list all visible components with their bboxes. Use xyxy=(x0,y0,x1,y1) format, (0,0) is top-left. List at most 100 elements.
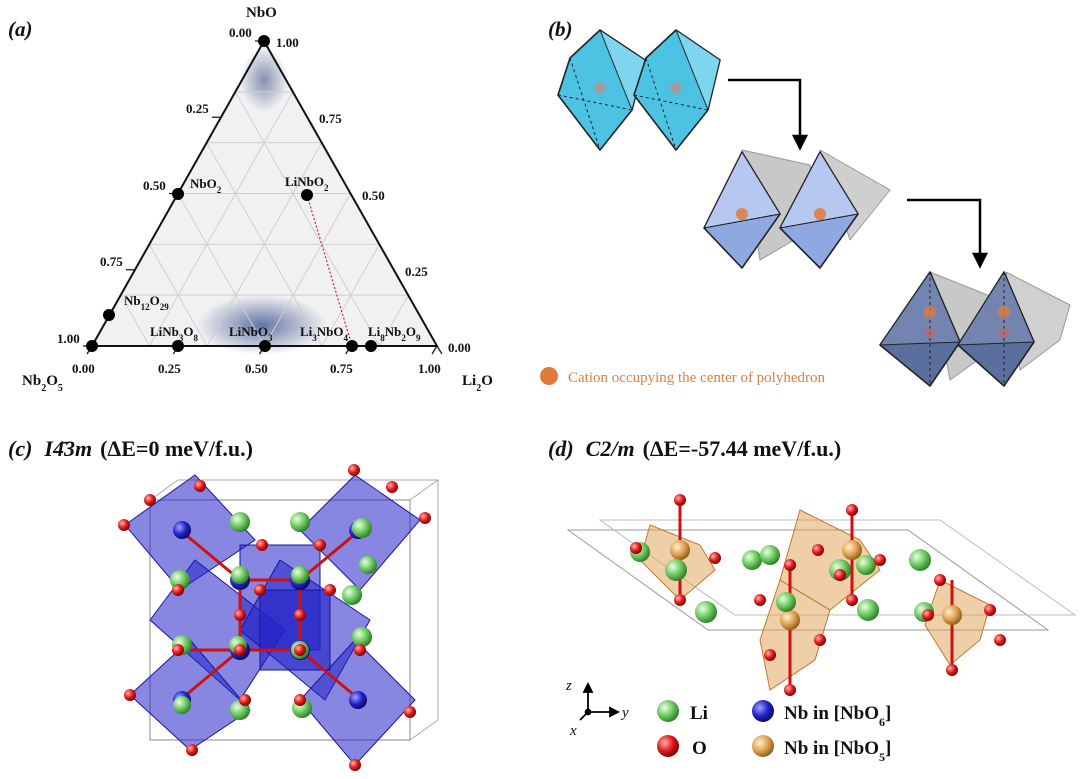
nb5-atom xyxy=(942,605,962,625)
panel-c-atoms xyxy=(118,464,431,771)
point-nbo xyxy=(258,35,270,47)
o-atom xyxy=(814,634,826,646)
right-tick-2: 0.50 xyxy=(362,188,385,203)
octahedra-pair xyxy=(557,29,721,151)
point-li3nbo4 xyxy=(346,340,358,352)
grid-line xyxy=(149,91,294,347)
tick-mark xyxy=(306,116,313,126)
point-nb2o5 xyxy=(86,340,98,352)
bottom-tick-3: 0.75 xyxy=(330,361,353,376)
panel-d-atoms xyxy=(630,494,1006,696)
distorted-octahedron-1 xyxy=(703,151,781,269)
li-atom xyxy=(291,566,309,584)
li-atom xyxy=(665,559,687,581)
legend-nb5-atom xyxy=(752,735,774,757)
o-atom xyxy=(709,552,721,564)
o-atom xyxy=(348,464,360,476)
o-atom xyxy=(354,644,366,656)
bottom-tick-4: 1.00 xyxy=(418,361,441,376)
distorted-octahedra-pair xyxy=(703,149,891,269)
left-tick-1: 0.25 xyxy=(186,101,209,116)
o-atom xyxy=(324,584,336,596)
o-atom xyxy=(234,609,246,621)
panel-a-label: (a) xyxy=(8,17,33,41)
o-atom xyxy=(256,539,268,551)
right-tick-0: 1.00 xyxy=(276,35,299,50)
left-tick-4: 1.00 xyxy=(57,331,80,346)
phase-region-bottom xyxy=(197,295,327,355)
monoclinic-structure xyxy=(566,494,1077,696)
arrow-2 xyxy=(907,198,989,269)
o-atom xyxy=(314,539,326,551)
o-atom xyxy=(874,554,886,566)
tick-mark xyxy=(431,345,438,355)
right-tick-1: 0.75 xyxy=(319,111,342,126)
left-tick-0: 0.00 xyxy=(229,25,252,40)
li-atom xyxy=(760,545,780,565)
corner-top-label: NbO xyxy=(246,5,277,21)
octahedron-1 xyxy=(557,29,646,151)
grid-line xyxy=(379,294,409,347)
li-atom xyxy=(776,592,796,612)
li-atom xyxy=(342,585,362,605)
o-atom xyxy=(934,574,946,586)
nb5-atom xyxy=(842,540,862,560)
o-atom xyxy=(239,694,251,706)
label-nb12o29: Nb12O29 xyxy=(124,293,169,312)
grid-line xyxy=(234,91,380,347)
legend-li-label: Li xyxy=(690,703,708,724)
legend-o-atom xyxy=(657,735,679,757)
o-atom xyxy=(764,649,776,661)
nb5-atom xyxy=(780,610,800,630)
legend-o-label: O xyxy=(692,738,707,759)
o-atom xyxy=(172,584,184,596)
o-atom xyxy=(294,609,306,621)
axis-y-label: y xyxy=(620,705,629,721)
li-atom xyxy=(290,512,310,532)
nb6-atom xyxy=(349,691,367,709)
li-atom xyxy=(173,696,191,714)
axis-triad xyxy=(579,681,621,721)
label-linbo2: LiNbO2 xyxy=(285,174,329,193)
li-atom xyxy=(857,599,879,621)
o-atom xyxy=(846,504,858,516)
legend-nb5-label: Nb in [NbO5] xyxy=(784,738,891,764)
label-linbo3: LiNbO3 xyxy=(229,324,273,343)
o-atom xyxy=(404,706,416,718)
o-atom xyxy=(234,644,246,656)
li-atom xyxy=(909,549,931,571)
grid-line xyxy=(264,193,351,347)
nb5-atom xyxy=(670,540,690,560)
point-linb3o8 xyxy=(172,340,184,352)
o-atom xyxy=(630,542,642,554)
o-atom xyxy=(254,584,266,596)
ternary-diagram: NbO Nb2O5 Li2O 0.00 0.25 0.50 0.75 1.00 … xyxy=(22,5,493,394)
li-atom xyxy=(742,550,762,570)
o-atom xyxy=(784,559,796,571)
label-li3nbo4: Li3NbO4 xyxy=(300,324,349,343)
li-atom xyxy=(359,556,377,574)
left-tick-3: 0.75 xyxy=(100,254,123,269)
octahedron-2 xyxy=(633,29,721,151)
li-atom xyxy=(352,627,372,647)
point-li8nb2o9 xyxy=(365,340,377,352)
o-atom xyxy=(194,480,206,492)
o-atom xyxy=(118,519,130,531)
point-nb12o29 xyxy=(103,309,115,321)
bottom-tick-2: 0.50 xyxy=(245,361,268,376)
grid-line xyxy=(177,193,265,347)
nb6-atom xyxy=(173,521,191,539)
point-linbo2 xyxy=(301,189,313,201)
panel-c-title: (c)I4̄3m(ΔE=0 meV/f.u.) xyxy=(8,436,253,461)
bottom-tick-1: 0.25 xyxy=(158,361,181,376)
tick-mark xyxy=(436,345,443,355)
legend-nb6-atom xyxy=(752,700,774,722)
o-atom xyxy=(834,569,846,581)
cation-legend-dot xyxy=(540,367,558,385)
o-atom xyxy=(349,759,361,771)
o-atom xyxy=(922,609,934,621)
panel-b-label: (b) xyxy=(548,17,573,41)
atom-legend: Li Nb in [NbO6] O Nb in [NbO5] xyxy=(657,700,891,764)
o-atom xyxy=(946,664,958,676)
